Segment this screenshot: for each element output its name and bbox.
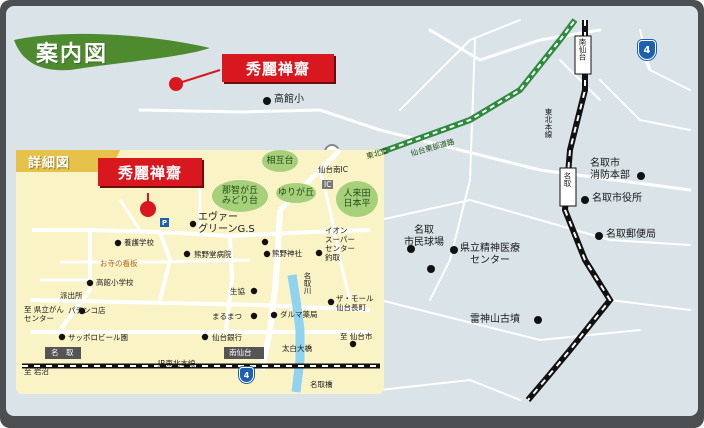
label-post-office: 名取郵便局 (606, 229, 656, 240)
label-dharma: ダルマ薬局 (280, 310, 318, 319)
label-maruma: まるまつ (212, 312, 242, 321)
route-4-shield-detail: 4 (239, 367, 254, 383)
label-kumano-hospital: 熊野堂病院 (194, 250, 232, 259)
label-sendaishi: 至 仙台市 (340, 332, 373, 341)
detail-station-natori (45, 347, 81, 359)
green-area-nachigaoka: 那智が丘みどり台 (212, 180, 268, 212)
label-mukai: 至 県立がん センター (24, 305, 64, 323)
detail-title: 詳細図 (28, 156, 71, 171)
label-raijin-kofun: 雷神山古墳 (470, 314, 520, 325)
label-iwanuma: 至 岩沼 (24, 367, 49, 376)
overview-title: 案内図 (36, 41, 109, 67)
detail-destination-label: 秀麗禅齋 (98, 158, 202, 186)
natori-river (287, 274, 305, 393)
overview-destination-label: 秀麗禅齋 (222, 54, 334, 82)
green-area-hitokita: 人来田日本平 (336, 181, 378, 217)
green-area-aiko: 相互台 (262, 150, 298, 172)
label-fire-hq: 名取市 消防本部 (590, 158, 630, 181)
label-minamisendai-sta: 南仙台 (229, 348, 252, 357)
station-natori (559, 167, 577, 207)
label-ikoma: 生協 (230, 287, 245, 296)
label-jr-tohoku: JR東北本線 (158, 359, 196, 368)
station-minami-sendai (574, 35, 592, 75)
label-sendai-minami-ic: 仙台南IC (318, 165, 348, 174)
label-takadate-sho: 高館小 (274, 94, 304, 105)
label-taihaku: 太白大橋 (282, 344, 312, 353)
label-natori-station: 名取 (563, 172, 572, 187)
detail-poi-dots (58, 220, 357, 348)
route-4-shield-overview: 4 (638, 40, 656, 60)
label-zmall: ザ・モール 仙台長町 (336, 294, 374, 312)
overview-poi-dots (263, 97, 645, 324)
label-minami-sendai: 南仙台 (578, 38, 587, 61)
label-pachinko: パチンコ店 (68, 306, 106, 315)
label-psych-center: 県立精神医療 センター (460, 243, 520, 266)
label-koban: 派出所 (60, 291, 83, 300)
label-aeon: イオン スーパー センター 釣取 (325, 226, 355, 262)
label-every-green: エヴァー グリーンG.S (198, 212, 255, 235)
green-area-yurigaoka: ゆりが丘 (276, 183, 316, 203)
label-city-hall: 名取市役所 (592, 193, 642, 204)
label-natori-river: 名取川 (303, 272, 312, 295)
label-takadate-elementary: 高館小学校 (96, 278, 134, 287)
label-sendai-bank: 仙台銀行 (212, 333, 242, 342)
detail-title-banner (16, 150, 120, 172)
parking-icon: P (160, 218, 169, 227)
title-brush-stroke (14, 33, 210, 71)
label-sapporo: サッポロビール園 (68, 333, 128, 342)
detail-station-minamisendai (224, 347, 264, 359)
label-otera: お寺の看板 (100, 259, 138, 268)
label-tohoku-line: 東北本線 (544, 108, 553, 138)
label-kumano-shrine: 熊野神社 (272, 249, 302, 258)
label-natori-hashi: 名取橋 (310, 380, 333, 389)
overview-roads (138, 19, 692, 401)
label-natori-sta: 名 取 (51, 348, 74, 357)
label-natori-stadium: 名取 市民球場 (404, 225, 444, 248)
label-yogo: 養護学校 (124, 238, 154, 247)
ic-sign: IC (322, 180, 334, 189)
